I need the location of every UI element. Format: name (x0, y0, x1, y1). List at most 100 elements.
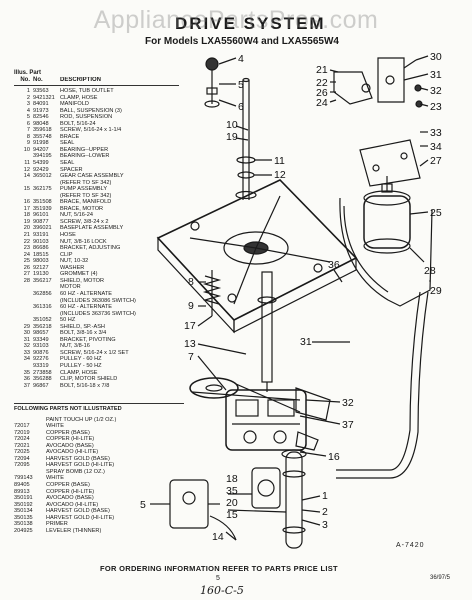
callout-16: 16 (328, 451, 340, 463)
illus-no: 29 (23, 323, 30, 330)
description: CLIP (60, 251, 73, 258)
part-no: 98048 (33, 120, 49, 127)
table-header-2: No. No. DESCRIPTION (14, 77, 179, 84)
illus-no: 8 (26, 133, 30, 140)
description: HARVEST GOLD (BASE) (46, 508, 110, 515)
description: BRACKET, PIVOTING (60, 336, 116, 343)
part-no: 351052 (33, 317, 52, 324)
description: WASHER (60, 264, 85, 271)
motor-drawing (363, 195, 411, 249)
part-no: 98657 (33, 330, 49, 337)
description: SCREW, 5/16-24 x 1-1/4 (60, 127, 122, 134)
callout-28: 28 (424, 265, 436, 277)
illus-no: 10 (23, 146, 30, 153)
page-title: DRIVE SYSTEM (175, 14, 326, 33)
description: BRACE (60, 133, 80, 140)
table-row: (REFER TO SF 342) (14, 180, 179, 187)
illus-no: 33 (23, 349, 30, 356)
part-no: 350135 (14, 514, 33, 521)
illus-no: 19 (23, 218, 30, 225)
header-illus: Illus. Part (14, 70, 42, 76)
part-no: 84091 (33, 101, 49, 108)
illus-no: 4 (26, 107, 30, 114)
description: (REFER TO SF 342) (60, 192, 112, 199)
illus-no: 30 (23, 330, 30, 337)
illus-no: 27 (23, 271, 30, 278)
callout-26: 26 (316, 87, 328, 99)
description: SHIELD, SP.-ASH (60, 323, 105, 330)
part-no: 86686 (33, 245, 49, 252)
description: PAINT TOUCH UP (1/2 OZ.) (46, 416, 117, 423)
description: (INCLUDES 363736 SWITCH) (60, 310, 136, 317)
not-illustrated-list: FOLLOWING PARTS NOT ILLUSTRATED PAINT TO… (14, 402, 184, 534)
part-no: 355748 (33, 133, 52, 140)
description: SPRAY BOMB (12 OZ.) (46, 468, 105, 475)
callout-13: 13 (184, 338, 196, 350)
illus-no: 9 (26, 140, 30, 147)
handwritten-note: 160-C-5 (200, 584, 244, 597)
part-no: 93319 (33, 362, 49, 369)
description: SHIELD, MOTOR (60, 277, 105, 284)
part-no: 72019 (14, 429, 30, 436)
table-row: 351052 50 HZ (14, 317, 179, 324)
callout-1: 1 (322, 490, 328, 502)
part-no: 93563 (33, 88, 49, 94)
part-no: 90876 (33, 349, 49, 356)
callout-8: 8 (188, 276, 194, 288)
illus-no: 28 (23, 277, 30, 284)
part-no: 359618 (33, 127, 52, 134)
description: BRACE, MANIFOLD (60, 199, 112, 206)
callout-31-top: 31 (430, 69, 442, 81)
description: HOSE, TUB OUTLET (60, 88, 114, 94)
illus-no: 14 (23, 173, 30, 180)
page-subtitle: For Models LXA5560W4 and LXA5565W4 (145, 36, 339, 47)
callout-24: 24 (316, 97, 328, 109)
part-no: 362175 (33, 186, 52, 193)
callout-17: 17 (184, 320, 196, 332)
callout-36: 36 (328, 259, 340, 271)
illus-no: 3 (26, 101, 30, 108)
description: GEAR CASE ASSEMBLY (60, 173, 124, 180)
illus-no: 16 (23, 199, 30, 206)
description: 50 HZ (60, 317, 76, 324)
callout-27: 27 (430, 155, 442, 167)
callout-labels: 4 5 6 10 19 11 12 8 9 17 13 7 31 32 37 1… (140, 51, 442, 543)
description: SEAL (60, 160, 75, 167)
description: AVOCADO (HI-LITE) (46, 449, 99, 456)
callout-2: 2 (322, 506, 328, 518)
part-no: 92429 (33, 166, 49, 173)
header-no: No. (20, 77, 30, 83)
part-no: 93191 (33, 232, 49, 239)
illus-no: 31 (23, 336, 30, 343)
reference-number: 36/97/5 (430, 575, 451, 581)
callout-25: 25 (430, 207, 442, 219)
illus-no: 12 (23, 166, 30, 173)
illus-no: 22 (23, 238, 30, 245)
description: SCREW, 3/8-24 x 2 (60, 218, 109, 225)
part-no: 362856 (33, 290, 52, 297)
part-no: 72021 (14, 442, 30, 449)
